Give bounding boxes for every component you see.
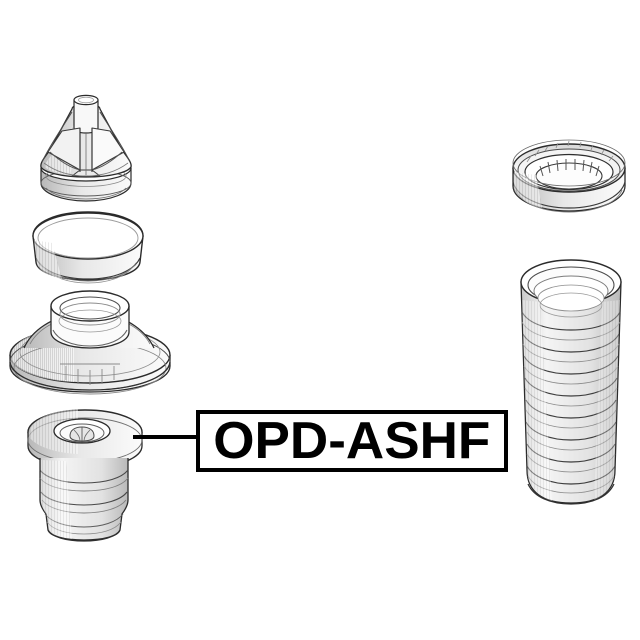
part-upper-mount-cap xyxy=(40,94,132,202)
part-dust-cover-dome xyxy=(32,211,144,284)
part-bump-stop-spacer xyxy=(27,409,143,542)
part-number-text: OPD-ASHF xyxy=(213,412,491,470)
part-strut-mount-flange xyxy=(9,290,171,395)
part-thrust-bearing xyxy=(512,139,626,213)
callout-leader-line xyxy=(133,435,197,439)
part-bellows-dust-boot xyxy=(520,259,622,505)
part-number-callout-box: OPD-ASHF xyxy=(196,410,508,472)
